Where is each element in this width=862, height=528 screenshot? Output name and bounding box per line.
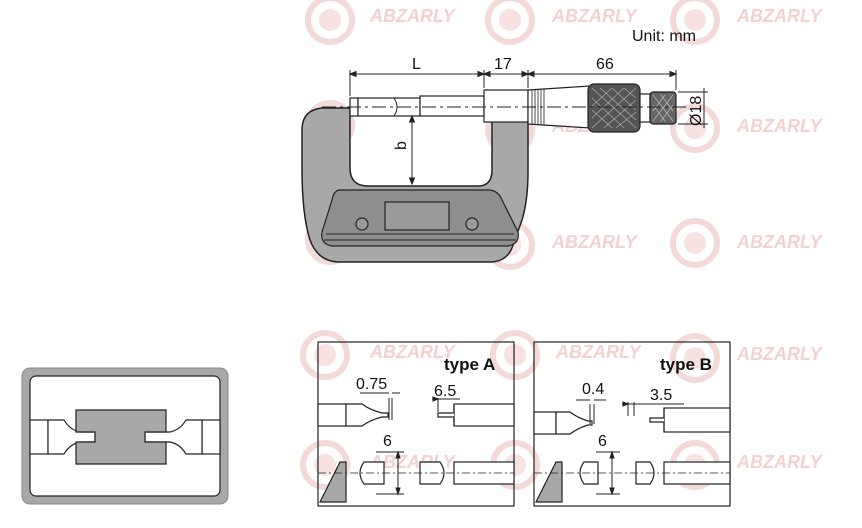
ratchet-collar: [639, 93, 651, 123]
watermark-text: ABZARLY: [736, 116, 824, 136]
watermark-logo: ABZARLY: [305, 0, 457, 45]
type-a-panel: type A 0.75 6.5 6: [317, 341, 515, 507]
blade-detail-panel: [21, 367, 229, 505]
watermark-text: ABZARLY: [555, 342, 643, 362]
watermark-text: ABZARLY: [736, 232, 824, 252]
watermark-logo: ABZARLY: [490, 330, 643, 380]
type-b-panel: type B 0.4 3.5 6: [533, 341, 731, 507]
dimension-66-label: 66: [596, 56, 614, 73]
watermark-logo: ABZARLY: [300, 330, 457, 380]
watermark-logo: ABZARLY: [670, 333, 824, 383]
type-a-title: type A: [444, 355, 495, 374]
dimension-lines: [348, 70, 708, 186]
watermark-layer: ABZARLY ABZARLY ABZARLY ABZARLY ABZARLY: [300, 0, 824, 490]
watermark-text: ABZARLY: [736, 344, 824, 364]
type-b-dimensions: [576, 399, 684, 496]
micrometer-drawing: L 17 66 Ø18 b: [301, 56, 708, 263]
watermark-logo: ABZARLY: [670, 0, 824, 45]
type-b-title: type B: [660, 355, 712, 374]
dimension-b-label: b: [393, 141, 410, 150]
type-b-spindle-length: 3.5: [650, 387, 672, 404]
lcd-window: [384, 201, 450, 231]
type-a-spindle-length: 6.5: [434, 383, 456, 400]
dimension-17-label: 17: [494, 56, 512, 73]
panel-button-right: [465, 217, 479, 231]
watermark-logo: ABZARLY: [670, 218, 824, 268]
watermark-text: ABZARLY: [369, 342, 457, 362]
knurl-pattern: [591, 87, 637, 129]
panel-button-left: [355, 217, 369, 231]
dimension-l-label: L: [412, 56, 421, 73]
watermark-text: ABZARLY: [551, 232, 639, 252]
watermark-logo: ABZARLY: [485, 0, 639, 45]
type-a-height: 6: [383, 433, 392, 450]
type-b-height: 6: [598, 433, 607, 450]
watermark-text: ABZARLY: [736, 6, 824, 26]
spindle: [419, 95, 485, 117]
dimension-diameter-label: Ø18: [688, 96, 705, 126]
watermark-text: ABZARLY: [369, 6, 457, 26]
watermark-text: ABZARLY: [736, 452, 824, 472]
blade-block: [75, 409, 167, 465]
type-b-blade-width: 0.4: [582, 381, 604, 398]
type-a-blade-width: 0.75: [356, 376, 387, 393]
sleeve: [483, 89, 529, 123]
watermark-logo: ABZARLY: [670, 103, 824, 153]
watermark-text: ABZARLY: [551, 6, 639, 26]
ratchet-knurl: [652, 94, 674, 122]
unit-label: Unit: mm: [632, 28, 696, 45]
type-a-dimensions: [360, 392, 460, 496]
